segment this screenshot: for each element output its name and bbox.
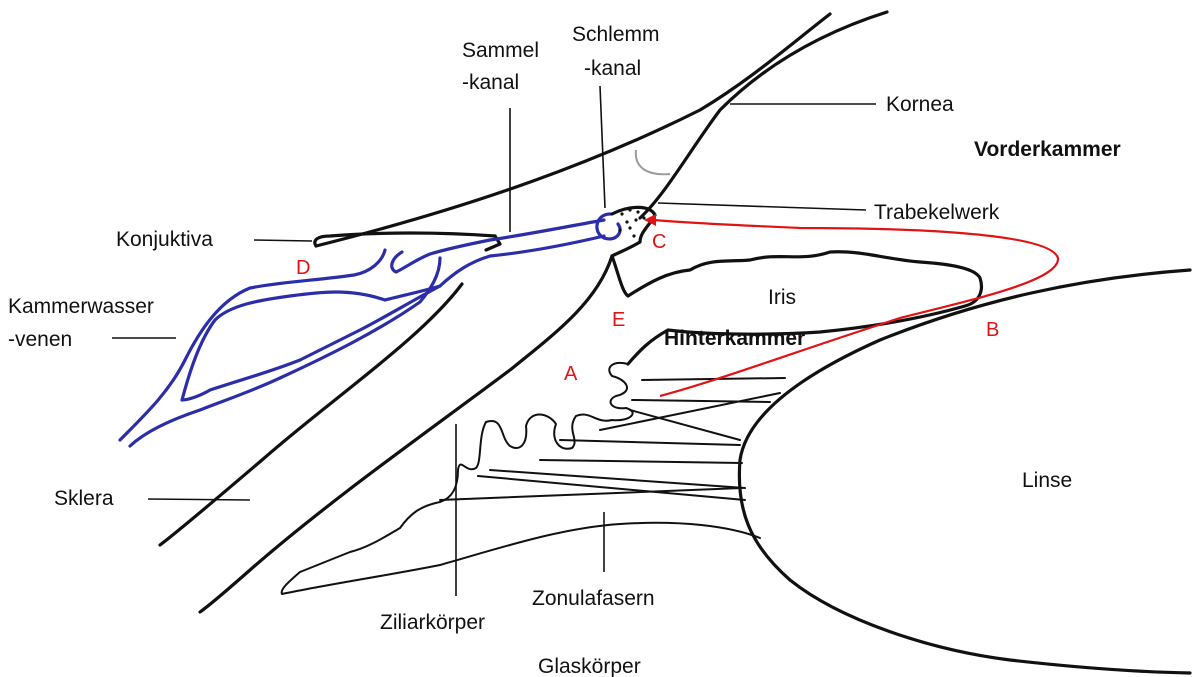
marker-c: C xyxy=(652,230,666,254)
label-sklera: Sklera xyxy=(54,486,114,511)
ciliary-body-outline xyxy=(282,363,760,594)
label-schlemm-kanal-1: Schlemm xyxy=(572,22,660,47)
label-sammel-kanal-1: Sammel xyxy=(462,38,539,63)
konjuktiva-leader xyxy=(254,240,312,241)
sklera-leader xyxy=(148,499,250,500)
label-zonulafasern: Zonulafasern xyxy=(532,586,655,611)
aqueous-vein-inner xyxy=(182,286,440,400)
label-iris: Iris xyxy=(768,285,796,310)
label-schlemm-kanal-2: -kanal xyxy=(584,56,641,81)
cornea-outer-line xyxy=(316,14,830,246)
label-glaskoerper: Glaskörper xyxy=(538,654,641,677)
marker-a: A xyxy=(564,362,577,386)
label-linse: Linse xyxy=(1022,468,1072,493)
zonule-fibers xyxy=(440,378,785,500)
marker-e: E xyxy=(612,308,625,332)
marker-d: D xyxy=(296,256,310,280)
sclera-inner-line xyxy=(200,256,612,612)
label-vorderkammer: Vorderkammer xyxy=(974,137,1121,162)
label-hinterkammer: Hinterkammer xyxy=(664,326,805,351)
label-sammel-kanal-2: -kanal xyxy=(462,70,519,95)
aqueous-flow-path xyxy=(654,220,1058,396)
label-ziliarkoerper: Ziliarkörper xyxy=(380,610,485,635)
marker-b: B xyxy=(986,318,999,342)
label-konjuktiva: Konjuktiva xyxy=(116,227,213,252)
lens-outline xyxy=(739,270,1190,673)
schlemm-leader xyxy=(600,86,605,208)
label-kornea: Kornea xyxy=(886,92,954,117)
descemet-grey-line xyxy=(636,150,670,174)
label-trabekelwerk: Trabekelwerk xyxy=(874,200,999,225)
trabekelwerk-leader xyxy=(658,203,866,210)
cornea-inner-line xyxy=(640,12,887,218)
label-kammerwasser-1: Kammerwasser xyxy=(8,294,154,319)
schlemm-canal-outline xyxy=(597,214,620,239)
sclera-outer-line xyxy=(160,284,462,545)
label-kammerwasser-2: -venen xyxy=(8,327,72,352)
